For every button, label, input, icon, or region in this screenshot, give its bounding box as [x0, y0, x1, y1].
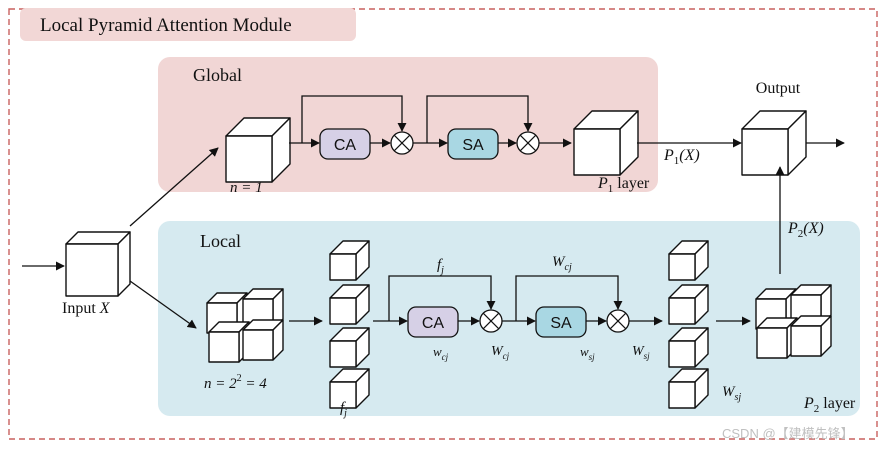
wcj-top-sym: W	[552, 254, 566, 270]
patch-fj-2	[329, 284, 370, 325]
Wcj-sub: cj	[503, 351, 510, 361]
global-title: Global	[193, 65, 242, 85]
patch-wsj-1	[668, 240, 709, 281]
fj-bottom-sub: j	[342, 408, 347, 419]
fj-bottom-sym: f	[340, 400, 346, 416]
wcj-small-sub: cj	[442, 352, 449, 362]
fj-top-label: fj	[437, 257, 444, 276]
global-n1-cube	[225, 117, 291, 183]
global-p1-cube	[573, 110, 639, 176]
patch-fj-3	[329, 327, 370, 368]
local-multiply-1-icon	[479, 309, 503, 333]
local-layer-sym: P	[803, 395, 814, 412]
patch-wsj-3	[668, 327, 709, 368]
fj-top-sub: j	[439, 265, 444, 276]
local-n-label: n = 22 = 4	[204, 373, 267, 392]
Wsj-sym: W	[632, 344, 645, 359]
local-sa-label: SA	[550, 315, 572, 332]
output-label: Output	[756, 80, 801, 97]
local-split-cube-4	[242, 319, 284, 361]
global-multiply-2-icon	[516, 131, 540, 155]
local-sa-block	[535, 306, 587, 338]
global-sa-block	[447, 128, 499, 160]
local-n-sup: 2	[237, 373, 242, 384]
global-layer-text: layer	[613, 175, 650, 192]
feature-cubes	[65, 110, 832, 409]
p1x-sym: P	[663, 147, 674, 164]
global-skip-2	[426, 95, 533, 143]
local-multiply-2-icon	[606, 309, 630, 333]
Wsj-sub: sj	[644, 351, 651, 361]
Wsj-bottom-label: Wsj	[722, 384, 741, 403]
p1x-label: P1(X)	[663, 147, 700, 167]
module-title-box	[20, 8, 356, 41]
module-title: Local Pyramid Attention Module	[40, 15, 292, 36]
global-layer-label: P1 layer	[597, 175, 650, 195]
arrow-input-to-local	[129, 280, 197, 329]
local-layer-sub: 2	[814, 403, 820, 415]
local-skip-1	[388, 275, 496, 321]
input-label-var: X	[99, 300, 111, 317]
Wsj-bottom-sym: W	[722, 384, 736, 400]
input-label-text: Input	[62, 300, 100, 317]
local-n-post: = 4	[242, 376, 268, 392]
patch-wsj-4	[668, 368, 709, 409]
wsj-small-sym: w	[580, 344, 589, 359]
wcj-small-sym: w	[433, 344, 442, 359]
local-layer-text: layer	[819, 395, 856, 412]
local-merge-cube-2	[790, 284, 832, 326]
global-n-label: n = 1	[230, 180, 263, 196]
wsj-small-label: wsj	[580, 344, 595, 362]
local-merge-cube-4	[790, 315, 832, 357]
wcj-small-label: wcj	[433, 344, 449, 362]
Wsj-bottom-sub: sj	[735, 392, 742, 403]
arrow-input-to-global	[129, 147, 219, 227]
local-skip-2	[515, 275, 623, 321]
p2x-label: P2(X)	[787, 220, 824, 240]
output-cube	[741, 110, 807, 176]
global-multiply-1-icon	[390, 131, 414, 155]
wcj-top-label: Wcj	[552, 254, 572, 273]
local-split-cube-2	[242, 288, 284, 330]
Wcj-sym: W	[491, 344, 504, 359]
input-label: Input X	[62, 300, 111, 317]
wcj-top-sub: cj	[565, 262, 572, 273]
global-ca-block	[319, 128, 371, 160]
local-n-pre: n = 2	[204, 376, 237, 392]
global-ca-label: CA	[334, 137, 357, 154]
p1x-sub: 1	[674, 155, 680, 167]
local-ca-label: CA	[422, 315, 445, 332]
p1x-tail: (X)	[679, 147, 699, 164]
watermark: CSDN @【建模先锋】	[722, 426, 854, 441]
local-split-cube-3	[208, 321, 250, 363]
patch-fj-1	[329, 240, 370, 281]
outer-module-border	[8, 8, 878, 440]
p2x-sub: 2	[798, 228, 804, 240]
patch-wsj-2	[668, 284, 709, 325]
global-skip-1	[301, 95, 407, 143]
global-sa-label: SA	[462, 137, 484, 154]
fj-bottom-label: fj	[340, 400, 347, 419]
patch-fj-4	[329, 368, 370, 409]
Wcj-label: Wcj	[491, 344, 510, 361]
local-layer-label: P2 layer	[803, 395, 856, 415]
p2x-tail: (X)	[803, 220, 823, 237]
wsj-small-sub: sj	[589, 352, 596, 362]
input-cube	[65, 231, 131, 297]
p2x-sym: P	[787, 220, 798, 237]
fj-top-sym: f	[437, 257, 443, 273]
global-layer-sub: 1	[608, 183, 614, 195]
Wsj-label: Wsj	[632, 344, 650, 361]
global-layer-sym: P	[597, 175, 608, 192]
local-title: Local	[200, 231, 241, 251]
local-ca-block	[407, 306, 459, 338]
